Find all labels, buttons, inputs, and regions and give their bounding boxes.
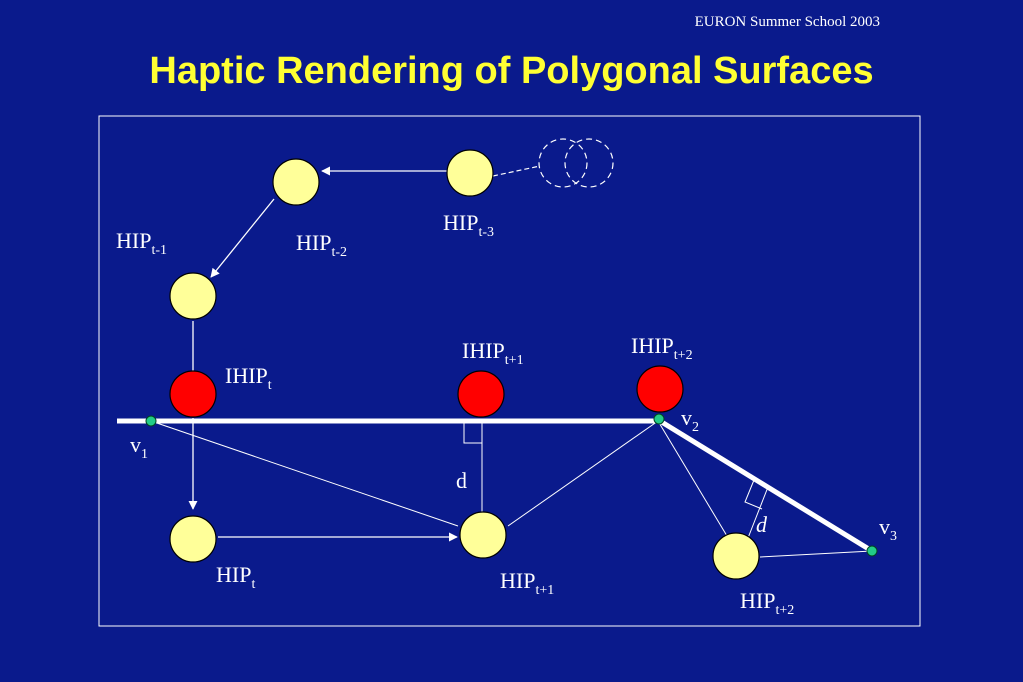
ghost-circle-right [564, 138, 614, 188]
hip-t1-circle [169, 272, 217, 320]
label-d2: d [756, 512, 768, 537]
hip-t3-circle [446, 149, 494, 197]
header-note: EURON Summer School 2003 [694, 14, 880, 30]
right-angle-marker-2 [744, 479, 763, 510]
edge-v1-to-hip-tp1 [150, 420, 459, 527]
surface-edge-v2-v3 [658, 418, 874, 554]
distance-line-d2 [747, 486, 769, 539]
label-hip-tp2: HIPt+2 [740, 588, 794, 618]
arrow-hip-t2-to-t1 [210, 198, 275, 278]
slide-title: Haptic Rendering of Polygonal Surfaces [149, 50, 874, 92]
label-hip-tp1: HIPt+1 [500, 568, 554, 598]
edge-hip-tp2-to-v3 [759, 550, 873, 558]
vertex-v1 [145, 415, 157, 427]
ihip-tp2-circle [636, 365, 684, 413]
ihip-tp1-circle [457, 370, 505, 418]
diagram-frame [98, 115, 921, 627]
label-hip-t1: HIPt-1 [116, 228, 167, 258]
label-hip-t2: HIPt-2 [296, 230, 347, 260]
label-v1: v1 [130, 432, 148, 462]
hip-t-circle [169, 515, 217, 563]
label-ihip-tp2: IHIPt+2 [631, 333, 693, 363]
hip-t2-circle [272, 158, 320, 206]
vertex-v3 [866, 545, 878, 557]
hip-tp2-circle [712, 532, 760, 580]
label-ihip-t: IHIPt [225, 363, 272, 393]
right-angle-marker-1 [463, 421, 482, 444]
edge-v2-to-hip-tp2 [657, 420, 728, 537]
ghost-dashed-link [492, 165, 541, 177]
vertex-v2 [653, 413, 665, 425]
label-hip-t3: HIPt-3 [443, 210, 494, 240]
hip-tp1-circle [459, 511, 507, 559]
label-ihip-tp1: IHIPt+1 [462, 338, 524, 368]
label-d1: d [456, 468, 467, 493]
label-v3: v3 [879, 514, 897, 544]
label-v2: v2 [681, 405, 699, 435]
ghost-circle-left [538, 138, 588, 188]
label-hip-t: HIPt [216, 562, 255, 592]
edge-hip-tp1-to-v2 [507, 420, 659, 527]
ihip-t-circle [169, 370, 217, 418]
